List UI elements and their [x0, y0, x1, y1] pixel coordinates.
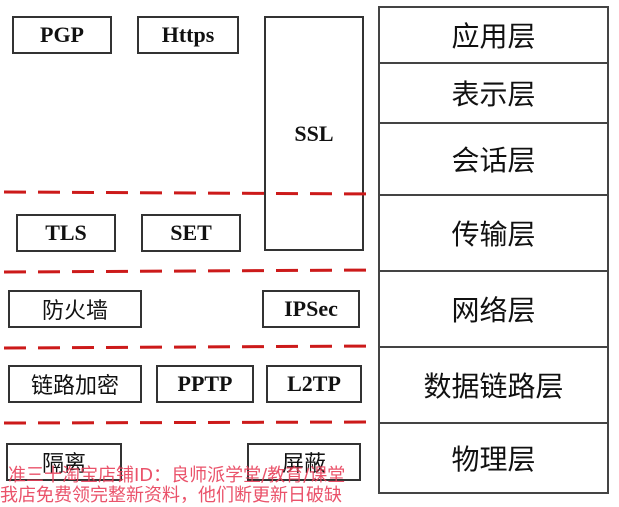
link-encryption-box: 链路加密 — [8, 365, 142, 403]
https-label: Https — [161, 22, 215, 47]
pptp-label: PPTP — [177, 371, 233, 396]
layer-transport-label: 传输层 — [451, 218, 536, 251]
pgp-box: PGP — [12, 16, 112, 54]
layer-datalink: 数据链路层 — [380, 348, 607, 424]
layer-presentation: 表示层 — [380, 64, 607, 124]
tls-label: TLS — [45, 220, 87, 245]
layer-session: 会话层 — [380, 124, 607, 196]
shielding-box: 屏蔽 — [247, 443, 361, 481]
ssl-label: SSL — [294, 120, 334, 146]
shielding-label: 屏蔽 — [281, 452, 326, 477]
firewall-box: 防火墙 — [8, 290, 142, 328]
layer-datalink-label: 数据链路层 — [423, 370, 564, 403]
osi-layer-stack: 应用层 表示层 会话层 传输层 网络层 数据链路层 物理层 — [378, 6, 609, 494]
ipsec-box: IPSec — [262, 290, 360, 328]
layer-dividers — [3, 190, 379, 425]
divider-network-datalink — [3, 344, 379, 350]
l2tp-box: L2TP — [266, 365, 362, 403]
layer-application: 应用层 — [380, 8, 607, 64]
layer-transport: 传输层 — [380, 196, 607, 272]
firewall-label: 防火墙 — [41, 299, 108, 324]
ipsec-label: IPSec — [284, 296, 338, 321]
divider-datalink-physical — [3, 420, 379, 425]
layer-session-label: 会话层 — [451, 144, 536, 177]
tls-box: TLS — [16, 214, 116, 252]
pptp-box: PPTP — [156, 365, 254, 403]
isolation-label: 隔离 — [41, 452, 86, 477]
divider-session-transport — [3, 190, 379, 196]
layer-network: 网络层 — [380, 272, 607, 348]
set-box: SET — [141, 214, 241, 252]
set-label: SET — [170, 220, 212, 245]
layer-physical-label: 物理层 — [451, 443, 536, 476]
pgp-label: PGP — [40, 22, 84, 47]
ssl-box: SSL — [264, 16, 364, 251]
watermark-line-2: 我店免费领完整新资料，他们断更新日破缺 — [0, 485, 342, 506]
layer-physical: 物理层 — [380, 424, 607, 492]
l2tp-label: L2TP — [287, 371, 341, 396]
layer-application-label: 应用层 — [451, 20, 536, 53]
https-box: Https — [137, 16, 239, 54]
link-encryption-label: 链路加密 — [30, 374, 119, 399]
layer-presentation-label: 表示层 — [451, 78, 536, 111]
isolation-box: 隔离 — [6, 443, 122, 481]
layer-network-label: 网络层 — [451, 294, 536, 327]
divider-transport-network — [3, 268, 379, 274]
watermark-line-1: 准三十淘宝店铺ID：良师派学堂/教育/课堂 — [8, 465, 346, 486]
